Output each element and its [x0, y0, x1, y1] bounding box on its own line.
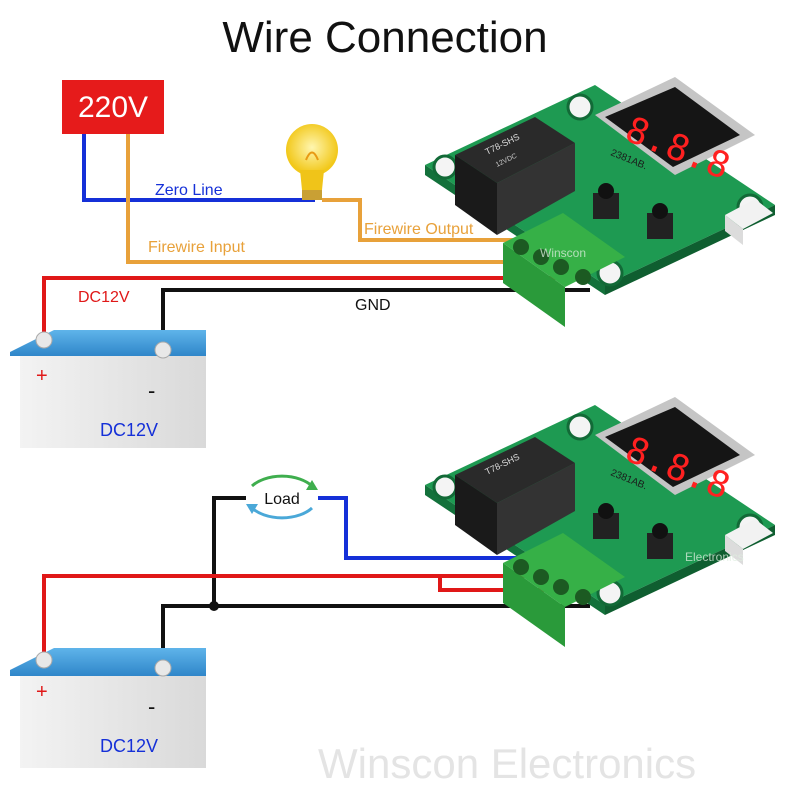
- battery-top-minus: -: [148, 378, 155, 403]
- gnd-wire-bottom: [161, 604, 590, 662]
- firewire-output-label: Firewire Output: [364, 221, 474, 238]
- load-wire-right: [318, 496, 522, 560]
- zero-line-wire: [82, 134, 315, 202]
- thermostat-module-bottom: [423, 395, 777, 649]
- firewire-output-wire: [322, 198, 522, 242]
- battery-bottom: + - DC12V: [10, 648, 206, 768]
- battery-top-label: DC12V: [100, 420, 158, 440]
- battery-bottom-label: DC12V: [100, 736, 158, 756]
- battery-top: + - DC12V: [10, 330, 206, 448]
- battery-bottom-minus: -: [148, 694, 155, 719]
- board-brand-bottom: Electronics: [685, 550, 744, 564]
- load-cycle-icon: [246, 474, 318, 520]
- battery-top-plus: +: [36, 365, 48, 387]
- gnd-wire-label: GND: [355, 297, 391, 314]
- dc12v-wire-top: [42, 276, 590, 336]
- power-source-box: [62, 80, 164, 134]
- light-bulb-icon: [286, 124, 338, 200]
- load-label: Load: [264, 491, 300, 508]
- junction-dot: [209, 601, 219, 611]
- gnd-wire-top: [161, 288, 590, 344]
- dc12v-wire-label: DC12V: [78, 289, 130, 306]
- diagram-title: Wire Connection: [222, 13, 547, 62]
- dc12v-wire-bottom: [42, 574, 560, 656]
- watermark: Winscon Electronics: [318, 740, 696, 787]
- battery-bottom-plus: +: [36, 681, 48, 703]
- load-wire-left: [212, 496, 246, 604]
- power-source-label: 220V: [78, 91, 148, 124]
- board-brand: Winscon: [540, 246, 586, 260]
- firewire-input-label: Firewire Input: [148, 239, 245, 256]
- zero-line-label: Zero Line: [155, 182, 223, 199]
- firewire-input-wire: [126, 134, 525, 264]
